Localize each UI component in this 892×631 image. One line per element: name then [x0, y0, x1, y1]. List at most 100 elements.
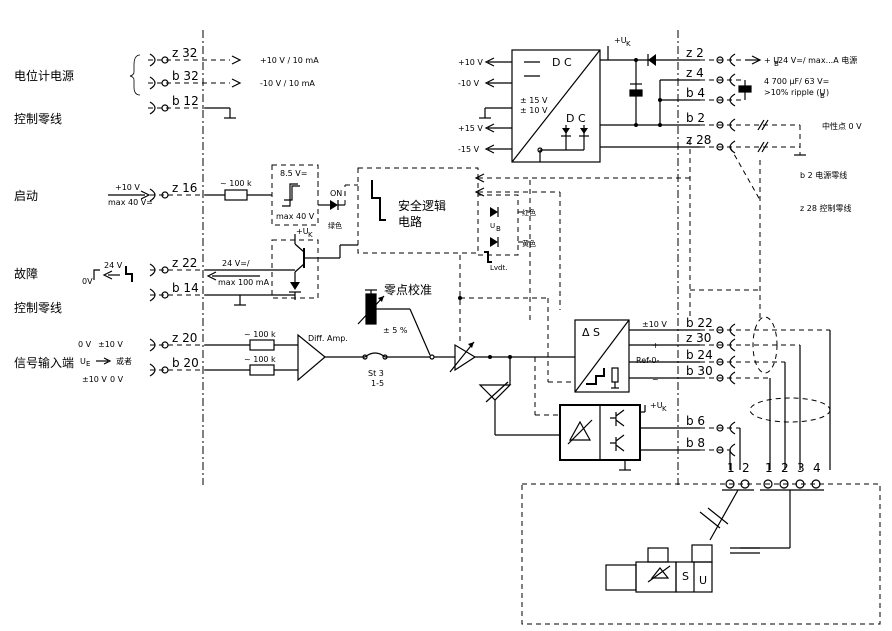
logic-symbol	[371, 180, 386, 221]
text-ue-sub: E	[86, 360, 90, 368]
text-n2: 2	[742, 461, 750, 475]
text-minus10: -10 V / 10 mA	[260, 79, 315, 88]
cable-2	[730, 547, 760, 554]
text-p10v: +10 V	[458, 58, 483, 67]
pin-z22: z 22	[102, 256, 205, 280]
svg-text:b 6: b 6	[686, 414, 705, 428]
text-res-start: ~ 100 k	[220, 179, 252, 188]
led-box	[477, 194, 519, 256]
text-ub: U	[490, 222, 495, 230]
text-n5: 3	[797, 461, 805, 475]
text-n3: 1	[765, 461, 773, 475]
jumper-st3	[364, 352, 386, 358]
resistor-start	[224, 189, 248, 201]
pin-b6: b 6	[640, 414, 740, 435]
text-zero-cal: 零点校准	[384, 282, 432, 297]
text-fault-24v: 24 V	[104, 261, 123, 270]
svg-text:z 32: z 32	[172, 46, 197, 60]
pin-z4: z 4	[686, 66, 745, 87]
text-pm15: ± 15 V	[520, 96, 548, 105]
zero-pot	[365, 293, 377, 325]
text-uk: +U	[296, 227, 309, 236]
pin-z20: z 20	[149, 331, 205, 352]
text-in-0v: 0 V	[78, 340, 92, 349]
pin-z30: z 30	[629, 331, 800, 352]
text-uk-driver-sub: K	[662, 405, 667, 413]
pin-b8: b 8	[640, 436, 736, 457]
text-fault-0v: 0V	[82, 277, 93, 286]
svg-text:z 16: z 16	[172, 181, 197, 195]
label-ctrl-zero-1: 控制零线	[14, 112, 62, 126]
cable-1	[699, 507, 729, 529]
text-minus: ~	[652, 375, 659, 384]
text-in-pm10b: ±10 V	[82, 375, 107, 384]
text-pm5: ± 5 %	[383, 326, 408, 335]
text-cap1: 4 700 μF/ 63 V=	[764, 77, 829, 86]
valve-body	[605, 544, 713, 593]
svg-text:b 2: b 2	[686, 111, 705, 125]
svg-text:b 32: b 32	[172, 69, 199, 83]
svg-text:b 22: b 22	[686, 316, 713, 330]
svg-text:z 2: z 2	[686, 46, 704, 60]
text-p15v: +15 V	[458, 124, 483, 133]
shield-ellipse-2	[749, 397, 831, 423]
text-on: ON	[330, 189, 342, 198]
text-ref0: Ref-0-	[636, 356, 659, 365]
pin-z2: z 2	[686, 46, 745, 67]
svg-text:b 14: b 14	[172, 281, 199, 295]
pulse-symbol	[93, 269, 100, 280]
label-fault: 故障	[14, 266, 38, 281]
text-fault-24: 24 V=/	[222, 259, 250, 268]
pin-z28: z 28	[600, 133, 800, 154]
hysteresis-symbol-2	[284, 185, 300, 201]
text-neutral: 中性点 0 V	[822, 121, 862, 131]
text-st3b: 1-5	[371, 379, 384, 388]
label-pot-supply: 电位计电源	[14, 68, 74, 83]
led-red	[490, 207, 498, 217]
text-plus10: +10 V / 10 mA	[260, 56, 319, 65]
text-ue: U	[80, 357, 86, 366]
text-m10v: -10 V	[458, 79, 480, 88]
text-uk-driver: +U	[650, 401, 663, 410]
resistor-b20	[249, 364, 275, 376]
text-pm10-lvdt: ±10 V	[642, 320, 667, 329]
led-yellow	[490, 237, 498, 247]
text-or: 或者	[116, 356, 132, 366]
text-ub-sub: B	[496, 225, 501, 233]
text-st3: St 3	[368, 369, 384, 378]
text-pm10: ± 10 V	[520, 106, 548, 115]
text-n1: 1	[727, 461, 735, 475]
feedback-amp	[478, 384, 512, 401]
text-valve-u: U	[699, 574, 707, 587]
text-yellow: 黄色	[522, 239, 536, 248]
pin-z16: z 16	[108, 181, 205, 202]
pin-b22: b 22	[629, 316, 830, 337]
text-in-0vb: 0 V	[110, 375, 124, 384]
pin-z32: z 32	[148, 46, 242, 67]
text-cap2: >10% ripple (U	[764, 88, 826, 97]
text-safety1: 安全逻辑	[398, 198, 446, 213]
text-b2-power-zero: b 2 电源零线	[800, 170, 847, 180]
text-green: 绿色	[328, 221, 342, 230]
text-lvdt: Lvdt.	[490, 264, 507, 272]
svg-text:b 4: b 4	[686, 86, 705, 100]
label-start: 启动	[14, 189, 38, 203]
text-valve-s: S	[682, 570, 689, 583]
pin-b12: b 12	[148, 94, 236, 119]
capacitor-ext	[738, 85, 752, 93]
diode-in	[648, 54, 656, 66]
text-ub-supply-rest: 24 V=/ max...A 电源	[778, 55, 857, 65]
text-ub-supply-sub: B	[774, 60, 779, 68]
text-ub-supply: + U	[764, 56, 779, 65]
text-diff-amp: Diff. Amp.	[308, 334, 348, 343]
led-green	[330, 200, 338, 210]
text-res-a: ~ 100 k	[244, 330, 276, 339]
connector-plugs	[722, 479, 824, 491]
svg-text:b 12: b 12	[172, 94, 199, 108]
text-start-plus10: +10 V	[115, 183, 140, 192]
text-m15v: -15 V	[458, 145, 480, 154]
step-symbol	[586, 368, 605, 385]
text-uk-sub: K	[308, 231, 313, 239]
text-delta-s: Δ S	[582, 326, 600, 339]
